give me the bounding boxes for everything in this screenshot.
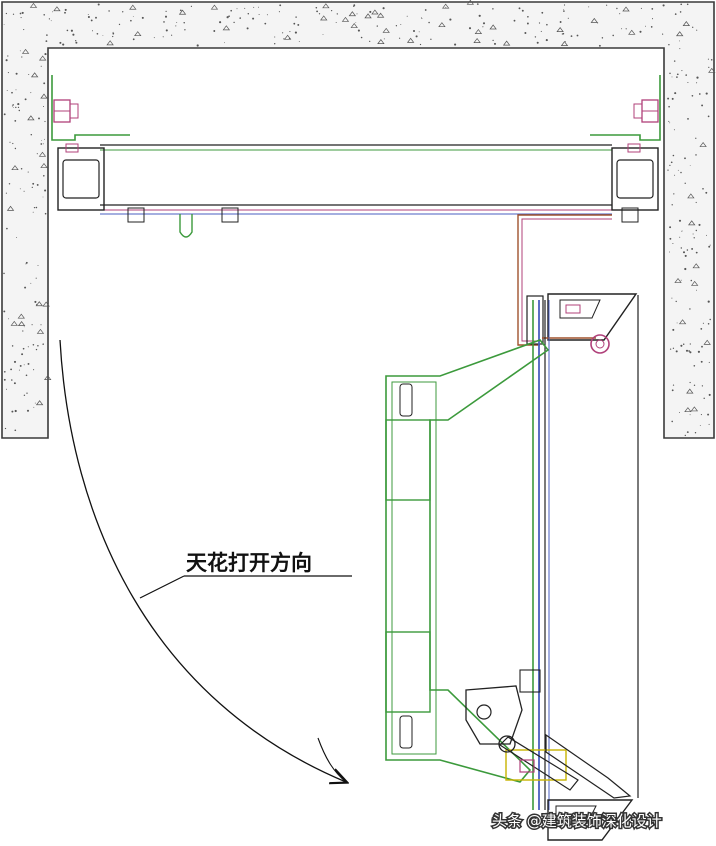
callout-leader-line bbox=[139, 575, 185, 599]
opening-direction-arc bbox=[59, 339, 346, 782]
svg-text:头条 @建筑装饰深化设计: 头条 @建筑装饰深化设计 bbox=[492, 812, 662, 830]
opening-direction-label: 天花打开方向 bbox=[186, 551, 312, 575]
opened-ceiling-panel bbox=[385, 295, 639, 810]
top-hinge-assembly bbox=[526, 293, 638, 354]
source-watermark: 头条 @建筑装饰深化设计 头条 @建筑装饰深化设计 bbox=[491, 811, 664, 832]
concrete-aggregate-texture bbox=[3, 0, 716, 437]
concrete-slab bbox=[1, 0, 716, 439]
bottom-hinge-assembly bbox=[465, 669, 634, 841]
top-frame-assembly bbox=[51, 75, 661, 346]
watermark-text: 头条 @建筑装饰深化设计 bbox=[492, 812, 662, 830]
opening-direction-callout: 天花打开方向 bbox=[139, 551, 352, 599]
arrow-tail-fork bbox=[317, 737, 347, 783]
